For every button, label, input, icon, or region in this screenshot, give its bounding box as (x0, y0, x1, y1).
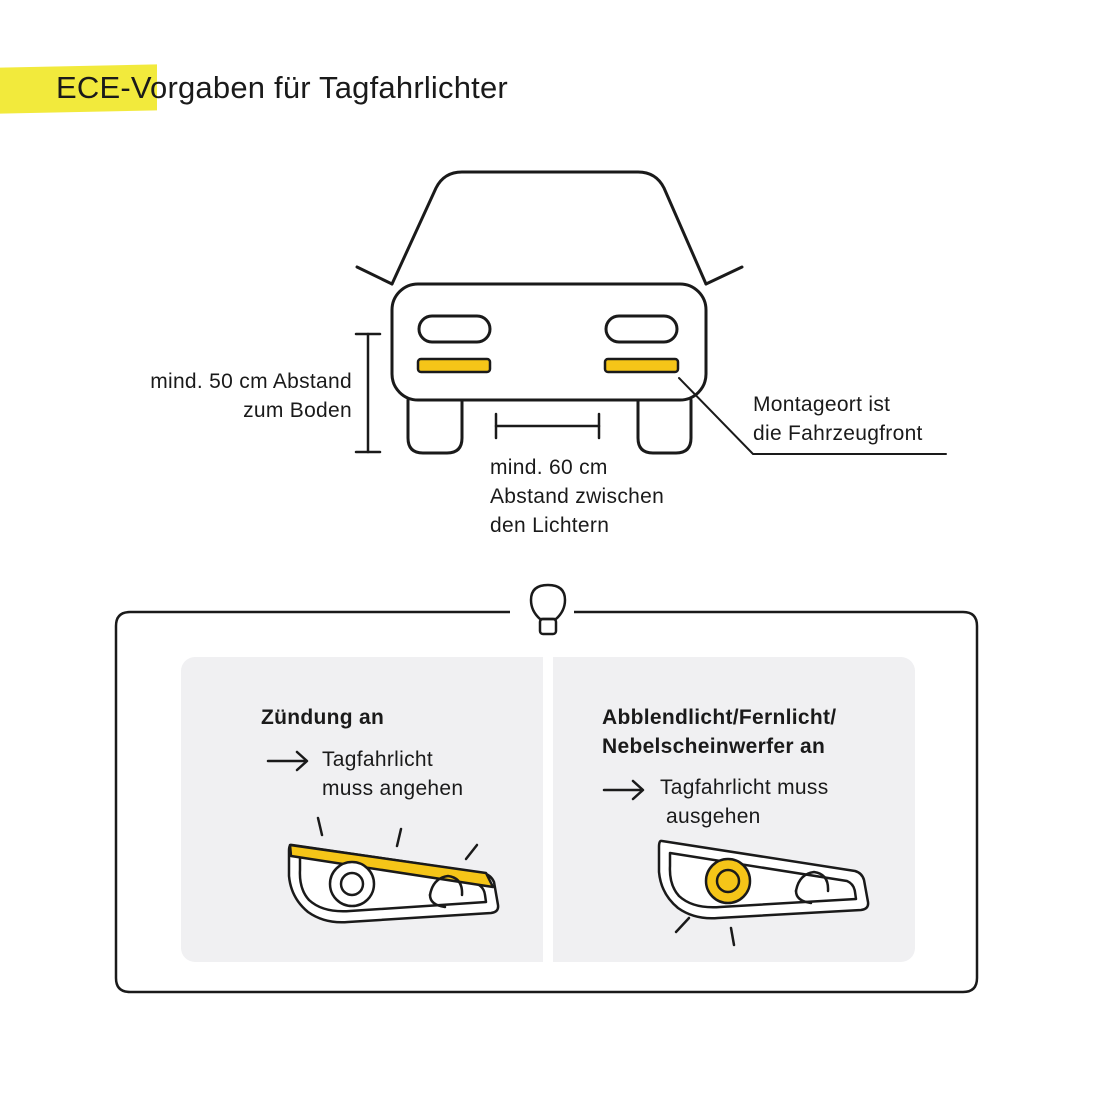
headlight-icon (287, 816, 500, 924)
left-headlight (417, 314, 492, 344)
right-drl (603, 357, 680, 374)
car-roof (390, 170, 708, 286)
spacing-annotation-line2: Abstand zwischen (490, 485, 665, 508)
left-drl (416, 357, 492, 374)
mount-annotation-line2: die Fahrzeugfront (753, 422, 923, 445)
spacing-annotation-line3: den Lichtern (490, 514, 610, 537)
lightbulb-icon (529, 583, 567, 636)
car-body (390, 282, 708, 402)
right-wheel (636, 398, 693, 455)
mount-leader-line (678, 377, 947, 455)
right-panel-result-line1: Tagfahrlicht muss (660, 776, 829, 799)
right-panel-heading-line1: Abblendlicht/Fernlicht/ (602, 706, 837, 729)
right-panel-result-line2: ausgehen (666, 805, 761, 828)
right-mirror (704, 265, 744, 286)
mount-annotation: Montageort ist die Fahrzeugfront (753, 390, 923, 448)
left-panel-result-line2: muss angehen (322, 777, 464, 800)
headlight-icon (657, 839, 870, 947)
left-panel-result-line1: Tagfahrlicht (322, 748, 433, 771)
height-annotation-line2: zum Boden (243, 399, 352, 422)
left-panel-result: Tagfahrlicht muss angehen (322, 745, 463, 803)
right-panel-result: Tagfahrlicht muss ausgehen (660, 773, 829, 831)
right-headlight (604, 314, 679, 344)
info-box-frame (114, 610, 979, 994)
height-annotation: mind. 50 cm Abstand zum Boden (128, 367, 352, 425)
left-mirror (355, 265, 394, 286)
spacing-annotation: mind. 60 cm Abstand zwischen den Lichter… (490, 453, 664, 540)
mount-annotation-line1: Montageort ist (753, 393, 891, 416)
spacing-annotation-line1: mind. 60 cm (490, 456, 608, 479)
height-annotation-line1: mind. 50 cm Abstand (150, 370, 352, 393)
arrow-right-icon (266, 750, 309, 772)
right-panel-heading-line2: Nebelscheinwerfer an (602, 735, 826, 758)
right-panel-heading: Abblendlicht/Fernlicht/ Nebelscheinwerfe… (602, 703, 836, 761)
page-title: ECE-Vorgaben für Tagfahrlichter (56, 70, 508, 105)
left-wheel (406, 398, 464, 455)
left-panel-heading: Zündung an (261, 706, 385, 729)
arrow-right-icon (602, 779, 645, 801)
